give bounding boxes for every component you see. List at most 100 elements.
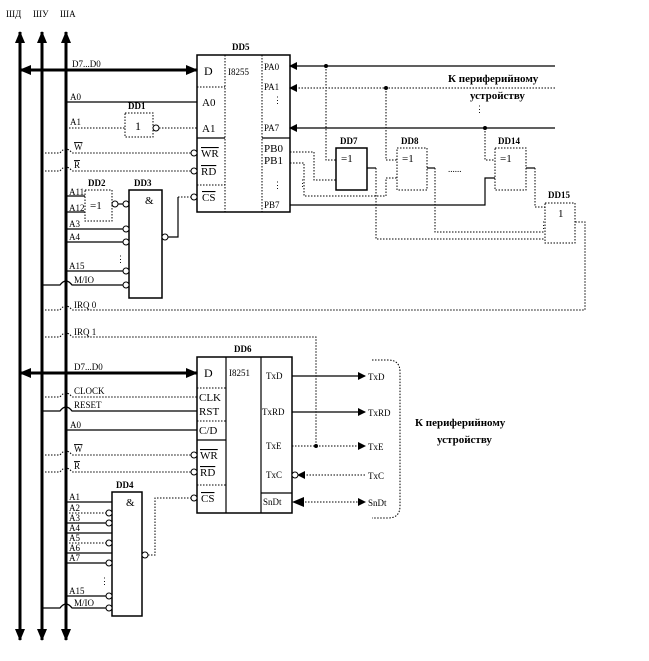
dd5-input-wiring: D7...D0 A0 A1 DD1 1 W R DD2 =1 A11 A12 D… (19, 59, 586, 311)
address-bus-label: ША (60, 9, 76, 19)
dd6-pin-cs: CS (201, 493, 214, 505)
control-bus-label: ШУ (33, 9, 49, 19)
dd5-pin-a1: A1 (202, 123, 215, 135)
dd5-pin-pa1: PA1 (264, 82, 279, 92)
output-sndt: SnDt (368, 498, 387, 508)
signal-a12: A12 (69, 203, 85, 213)
peripheral-label-top-2: устройству (470, 90, 525, 102)
signal-a1: A1 (70, 117, 81, 127)
dd5-pin-a0: A0 (202, 97, 216, 109)
dd6-pin-txe: TxE (266, 441, 282, 451)
dd6-pin-txrd: TxRD (262, 407, 285, 417)
signal-reset: RESET (74, 400, 102, 410)
dd6-pin-clk: CLK (199, 392, 221, 404)
signal-dd4-a3: A3 (69, 513, 80, 523)
dd14-symbol: =1 (500, 153, 512, 165)
signal-d7-d0: D7...D0 (72, 59, 101, 69)
dd5-pin-pa7: PA7 (264, 123, 280, 133)
dd5-pin-pb0: PB0 (264, 143, 283, 155)
output-txc: TxC (368, 471, 384, 481)
dd6-pin-wr: WR (200, 450, 218, 462)
dd7-symbol: =1 (341, 153, 353, 165)
signal-a11: A11 (69, 187, 84, 197)
dd4-input-dots: ⋮ (100, 576, 109, 586)
peripheral-label-bottom-1: К периферийному (415, 417, 506, 429)
signal-dd4-a6: A6 (69, 543, 80, 553)
dd2-symbol: =1 (90, 200, 102, 212)
output-brace (372, 359, 401, 519)
pb-line-dots: ⋮ (298, 178, 307, 188)
dd2-label: DD2 (88, 178, 106, 188)
pa-line-dots: ⋮ (475, 104, 484, 114)
bus-labels: ШД ШУ ША (6, 9, 76, 19)
dd14-label: DD14 (498, 136, 520, 146)
dd6-pin-sndt: SnDt (263, 497, 282, 507)
signal-dd4-a5: A5 (69, 533, 80, 543)
signal-a3: A3 (69, 219, 80, 229)
signal-m-io: M/IO (74, 275, 95, 285)
dd6-input-wiring: IRQ 1 D7...D0 CLOCK RESET A0 W R DD4 & A… (19, 327, 318, 617)
dd6-chip: DD6 I8251 D CLK RST C/D WR RD CS TxD TxR… (196, 344, 293, 514)
signal-w-2: W (74, 444, 83, 454)
dd1-symbol: 1 (135, 119, 141, 133)
dd7-label: DD7 (340, 136, 358, 146)
output-txrd: TxRD (368, 408, 391, 418)
dd6-output-wiring: TxD TxRD TxE TxC SnDt К периферийному ус… (291, 359, 506, 519)
dd6-pin-txc: TxC (266, 470, 282, 480)
dd3-symbol: & (145, 195, 154, 207)
dd5-pin-rd: RD (201, 166, 216, 178)
output-txd: TxD (368, 372, 385, 382)
signal-a0: A0 (70, 92, 81, 102)
output-txe: TxE (368, 442, 384, 452)
dd6-pin-rst: RST (199, 406, 219, 418)
port-wiring: ⋮ К периферийному устройству ⋮ DD7 =1 DD… (289, 62, 576, 244)
pa-dots: ⋮ (273, 95, 282, 105)
dd5-pin-d: D (204, 64, 213, 78)
dd6-pin-cd: C/D (199, 425, 217, 437)
dd5-label: DD5 (232, 42, 250, 52)
signal-dd4-a2: A2 (69, 503, 80, 513)
signal-dd4-a1: A1 (69, 492, 80, 502)
dd8-symbol: =1 (402, 153, 414, 165)
dd5-pin-pa0: PA0 (264, 62, 280, 72)
signal-r-2: R (74, 461, 80, 471)
dd6-label: DD6 (234, 344, 252, 354)
dd5-pin-wr: WR (201, 148, 219, 160)
dd5-chip-type: I8255 (228, 67, 249, 77)
dd6-pin-d: D (204, 366, 213, 380)
dd5-chip: DD5 I8255 D A0 A1 WR RD CS PA0 PA1 PA7 P… (196, 42, 291, 213)
signal-a15: A15 (69, 261, 85, 271)
dd4-label: DD4 (116, 480, 134, 490)
dd15-symbol: 1 (558, 208, 564, 220)
dd1-label: DD1 (128, 101, 146, 111)
signal-clock: CLOCK (74, 386, 105, 396)
dd3-input-dots: ⋮ (116, 254, 125, 264)
signal-irq1: IRQ 1 (74, 327, 96, 337)
dd15-input-dots: ⋮ (539, 220, 548, 230)
dd5-pin-cs: CS (202, 192, 215, 204)
dd4-symbol: & (126, 497, 135, 509)
signal-r: R (74, 160, 80, 170)
dd3-label: DD3 (134, 178, 152, 188)
dd6-pin-rd: RD (200, 467, 215, 479)
signal-d7-d0-2: D7...D0 (74, 362, 103, 372)
signal-irq0: IRQ 0 (74, 300, 97, 310)
dd5-pin-pb7: PB7 (264, 200, 280, 210)
dd8-label: DD8 (401, 136, 419, 146)
signal-a0-2: A0 (70, 420, 81, 430)
gate-chain-dots: ...... (448, 164, 462, 174)
signal-dd4-a7: A7 (69, 553, 80, 563)
dd5-pin-pb1: PB1 (264, 155, 283, 167)
signal-w: W (74, 142, 83, 152)
peripheral-label-top-1: К периферийному (448, 73, 539, 85)
peripheral-label-bottom-2: устройству (437, 434, 492, 446)
signal-a4: A4 (69, 232, 80, 242)
dd6-chip-type: I8251 (229, 368, 250, 378)
signal-dd4-a4: A4 (69, 523, 80, 533)
signal-dd4-m-io: M/IO (74, 598, 95, 608)
data-bus-label: ШД (6, 9, 21, 19)
system-buses (15, 31, 71, 641)
dd15-label: DD15 (548, 190, 570, 200)
